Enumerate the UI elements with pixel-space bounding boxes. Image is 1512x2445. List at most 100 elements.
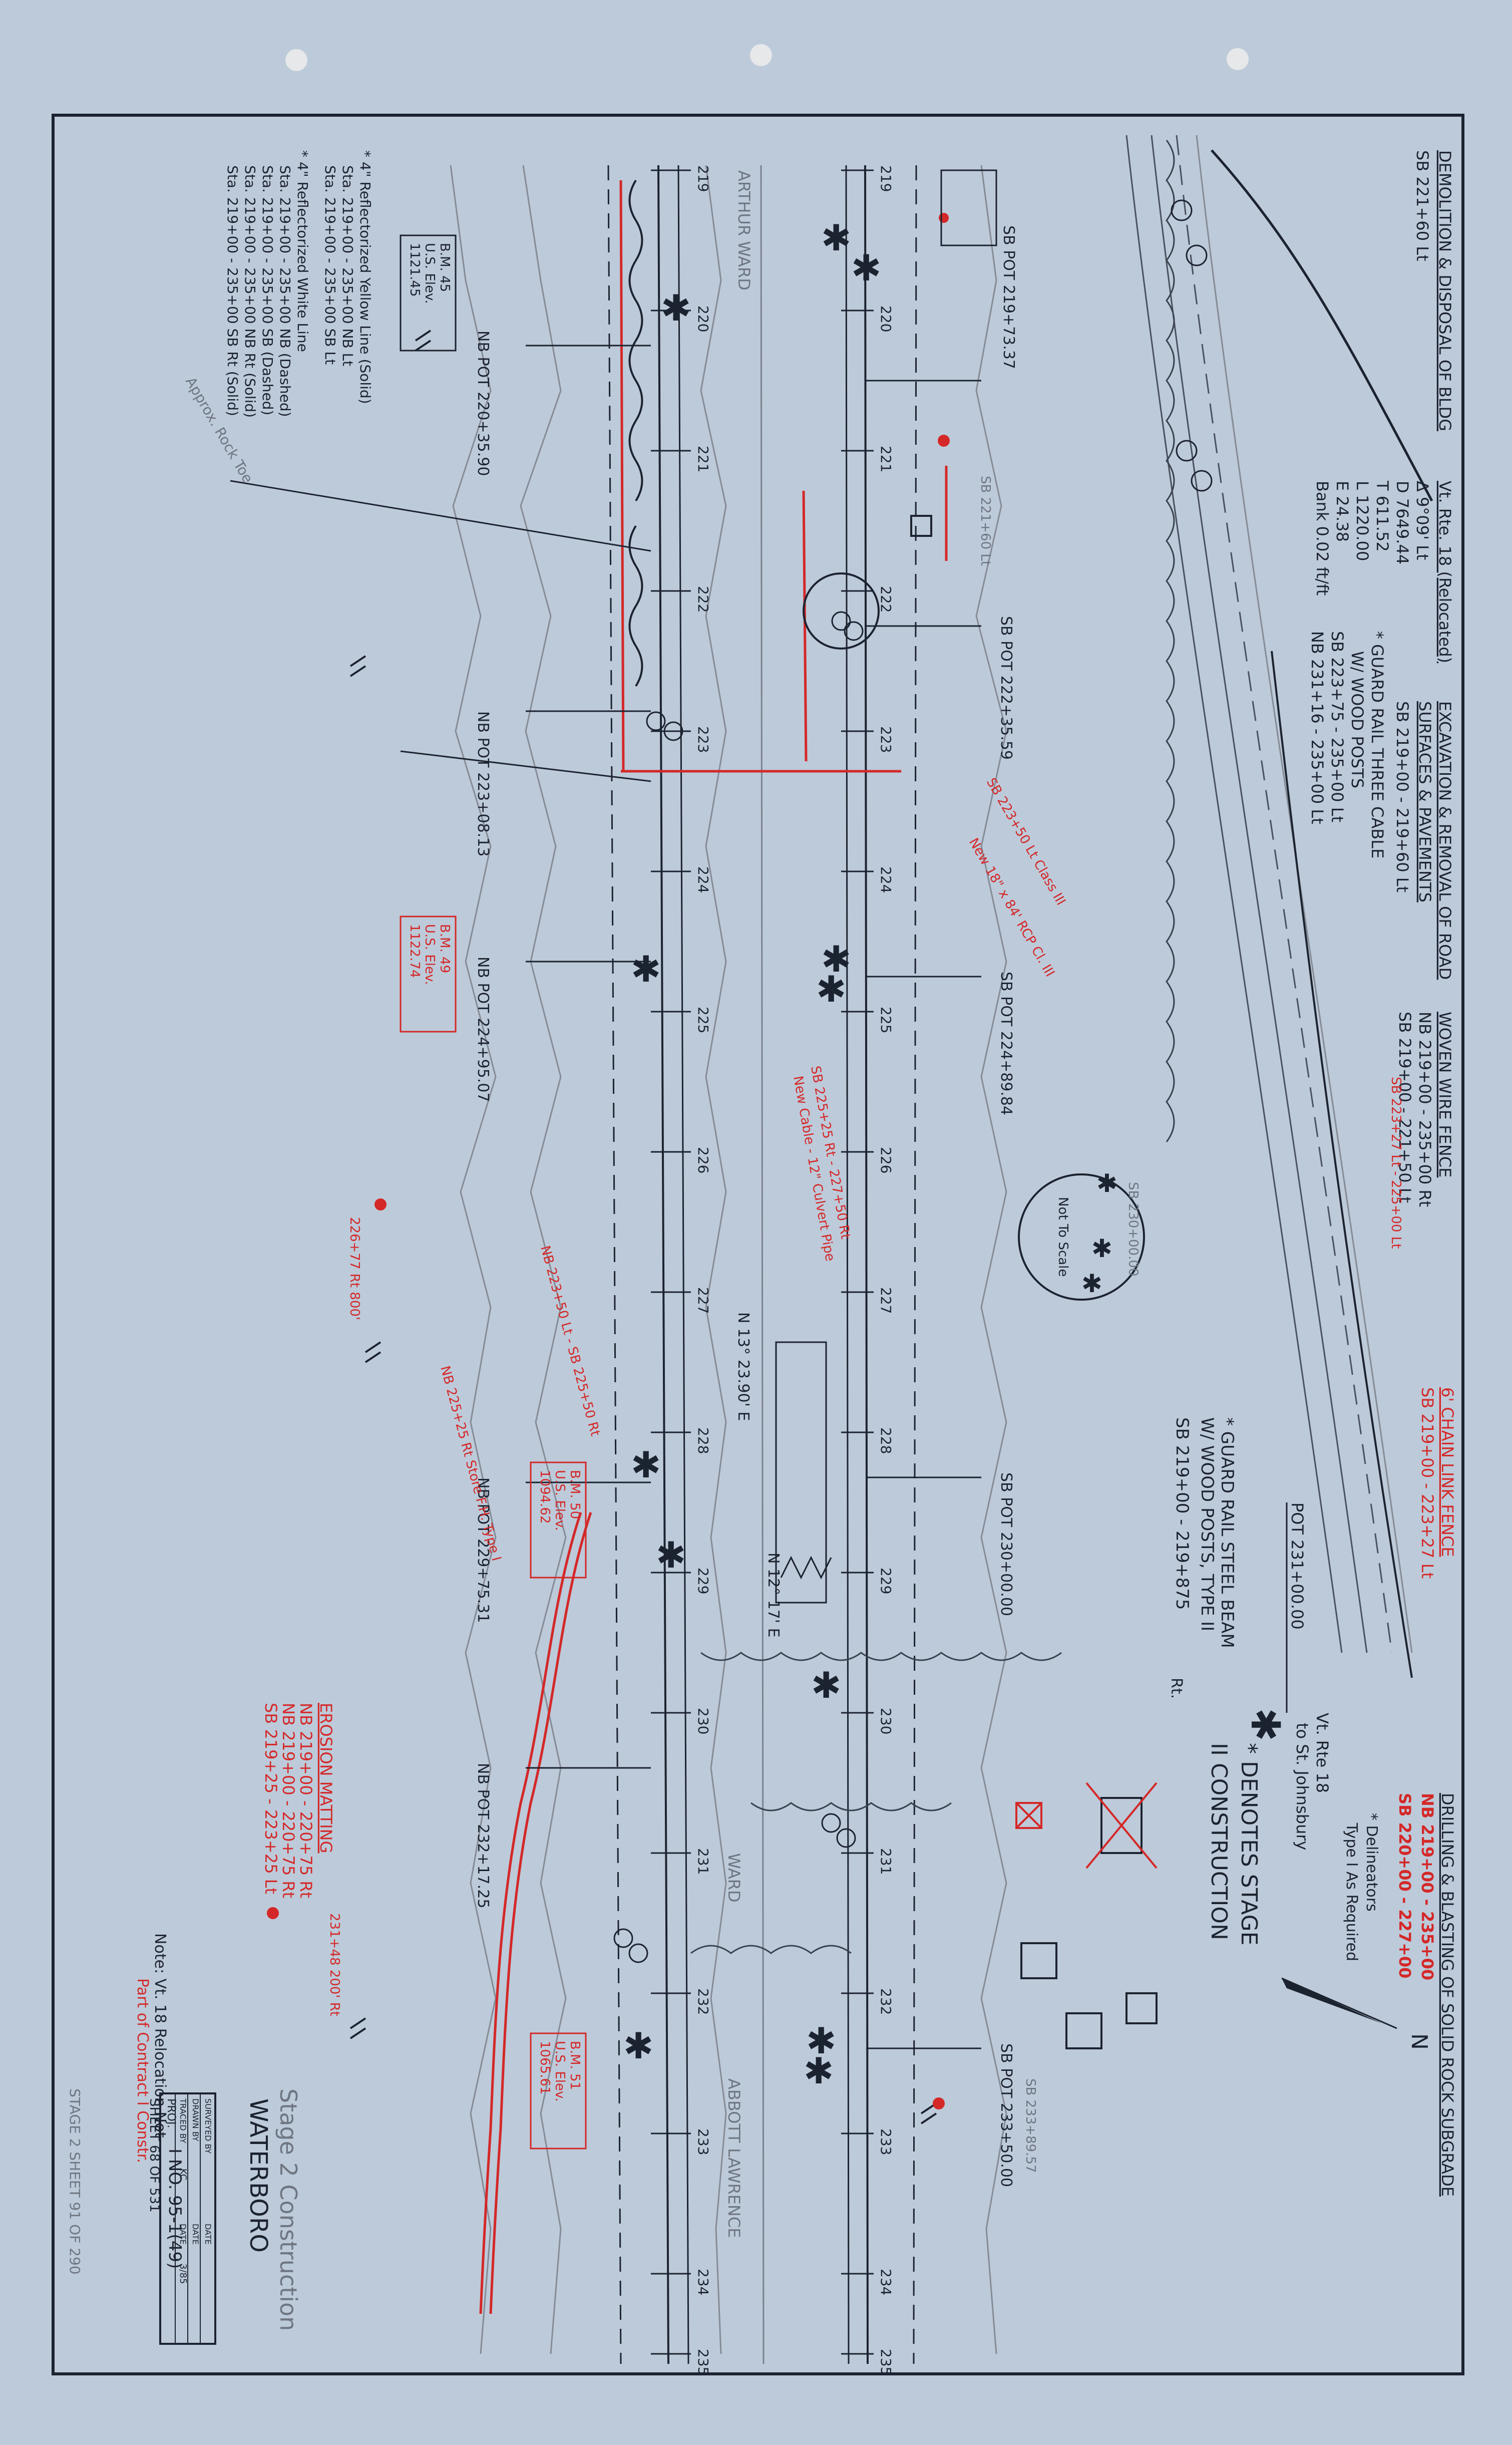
pot-label: NB POT 229+75.31 xyxy=(474,1477,492,1623)
station-label: 221 xyxy=(695,446,711,472)
svg-text:E 24.38: E 24.38 xyxy=(1333,481,1352,542)
svg-text:SB 219+00 - 221+50 Lt: SB 219+00 - 221+50 Lt xyxy=(1395,1012,1414,1203)
date-label: DATE xyxy=(203,2224,213,2245)
station-label: 231 xyxy=(878,1848,894,1875)
station-label: 225 xyxy=(695,1007,711,1033)
plan-view: 219 219 220 220 221 221 222 222 223 223 … xyxy=(230,135,1433,2375)
svg-text:1065.61: 1065.61 xyxy=(537,2041,552,2095)
svg-text:Bank 0.02 ft/ft: Bank 0.02 ft/ft xyxy=(1313,481,1332,595)
stage-stamp: STAGE 2 SHEET 91 OF 290 xyxy=(67,2088,83,2275)
svg-text:* DENOTES STAGE: * DENOTES STAGE xyxy=(1236,1743,1262,1945)
station-label: 233 xyxy=(695,2128,711,2155)
benchmark-4: B.M. 51 U.S. Elev. 1065.61 xyxy=(530,2032,587,2150)
svg-text:Sta. 219+00 - 235+00 SB Lt: Sta. 219+00 - 235+00 SB Lt xyxy=(322,165,338,365)
note-excavation: EXCAVATION & REMOVAL OF ROAD SURFACES & … xyxy=(1393,701,1454,980)
station-label: 219 xyxy=(695,165,711,192)
title-row-value: KC xyxy=(178,2169,188,2180)
svg-text:* GUARD RAIL THREE CABLE: * GUARD RAIL THREE CABLE xyxy=(1368,631,1387,858)
bearing-labels: N 13° 23.90' E N 12° 17' E xyxy=(734,1312,782,1638)
svg-text:DEMOLITION & DISPOSAL OF BLDG: DEMOLITION & DISPOSAL OF BLDG xyxy=(1435,150,1454,431)
svg-text:Δ 9°09' Lt: Δ 9°09' Lt xyxy=(1413,481,1432,560)
svg-text:Sta. 219+00 - 235+00 SB (Dashe: Sta. 219+00 - 235+00 SB (Dashed) xyxy=(259,165,276,415)
svg-text:N 13° 23.90' E: N 13° 23.90' E xyxy=(734,1312,752,1421)
svg-text:WARD: WARD xyxy=(724,1853,743,1903)
svg-text:✱: ✱ xyxy=(1081,1269,1102,1298)
pot-label: SB POT 224+89.84 xyxy=(997,972,1015,1115)
svg-text:SURFACES & PAVEMENTS: SURFACES & PAVEMENTS xyxy=(1415,701,1434,902)
tree-cluster-circle xyxy=(803,572,880,650)
svg-text:SB 223+75 - 235+00 Lt: SB 223+75 - 235+00 Lt xyxy=(1328,631,1347,822)
svg-text:✱: ✱ xyxy=(631,1444,661,1486)
svg-text:✱: ✱ xyxy=(821,217,851,259)
utility-poles xyxy=(613,199,1213,1963)
svg-text:EXCAVATION & REMOVAL OF ROAD: EXCAVATION & REMOVAL OF ROAD xyxy=(1435,701,1454,980)
svg-text:L 1220.00: L 1220.00 xyxy=(1353,481,1372,561)
note-delineators: * Delineators Type I As Required xyxy=(1343,1813,1380,1961)
note-steel-beam: * GUARD RAIL STEEL BEAM W/ WOOD POSTS, T… xyxy=(1172,1417,1237,1648)
slope-lines xyxy=(450,165,1007,2354)
station-label: 226 xyxy=(878,1147,894,1173)
station-ticks xyxy=(651,169,874,2355)
building-symbols xyxy=(910,515,1158,2049)
punch-hole xyxy=(750,44,772,66)
benchmark-top-red xyxy=(940,169,997,246)
not-to-scale-detail xyxy=(1018,1173,1145,1301)
drawing-border xyxy=(52,114,1464,2375)
svg-text:POT 231+00.00: POT 231+00.00 xyxy=(1288,1502,1307,1630)
rock-star-symbols: ✱✱✱ ✱✱✱ ✱✱✱ ✱✱✱ xyxy=(623,217,881,2092)
station-label: 223 xyxy=(695,726,711,753)
benchmark-3: B.M. 50 U.S. Elev. 1094.62 xyxy=(530,1461,587,1579)
station-label: 228 xyxy=(695,1427,711,1454)
svg-text:1094.62: 1094.62 xyxy=(537,1470,552,1524)
svg-text:Vt. Rte 18: Vt. Rte 18 xyxy=(1313,1713,1332,1793)
punch-hole xyxy=(1227,48,1249,70)
svg-text:✱: ✱ xyxy=(816,968,846,1010)
svg-text:✱: ✱ xyxy=(804,2050,834,2092)
svg-text:6' CHAIN LINK FENCE: 6' CHAIN LINK FENCE xyxy=(1438,1387,1457,1557)
station-label: 235 xyxy=(878,2349,894,2375)
svg-text:EROSION MATTING: EROSION MATTING xyxy=(316,1703,335,1853)
station-labels: 219 219 220 220 221 221 222 222 223 223 … xyxy=(695,165,894,2375)
roadway-lines xyxy=(607,165,917,2364)
svg-text:SB 219+00 - 219+60 Lt: SB 219+00 - 219+60 Lt xyxy=(1393,701,1412,892)
svg-text:U.S. Elev.: U.S. Elev. xyxy=(552,2041,567,2102)
benchmark-1: B.M. 45 U.S. Elev. 1121.45 xyxy=(400,234,457,352)
svg-text:✱: ✱ xyxy=(656,1534,686,1576)
pole-labels: SB 221+60 Lt SB 230+00.00 SB 233+89.57 xyxy=(978,476,1141,2173)
station-label: 234 xyxy=(695,2269,711,2295)
svg-text:1121.45: 1121.45 xyxy=(407,243,422,297)
title-row-date: 3/85 xyxy=(178,2264,188,2284)
svg-text:Sta. 219+00 - 235+00 NB Lt: Sta. 219+00 - 235+00 NB Lt xyxy=(339,165,356,366)
svg-text:Type I As Required: Type I As Required xyxy=(1343,1822,1360,1961)
red-construction-line xyxy=(479,180,948,2314)
note-erosion-matting: EROSION MATTING NB 219+00 - 220+75 Rt NB… xyxy=(261,1703,335,1898)
legend-pavement-markings: * 4" Reflectorized Yellow Line (Solid) S… xyxy=(224,150,373,418)
station-label: 227 xyxy=(695,1287,711,1314)
svg-text:✱: ✱ xyxy=(1091,1234,1112,1263)
pot-label: NB POT 223+08.13 xyxy=(474,711,492,856)
station-label: 229 xyxy=(695,1568,711,1594)
red-markers xyxy=(267,213,950,2109)
svg-text:W/ WOOD POSTS: W/ WOOD POSTS xyxy=(1348,651,1367,788)
svg-text:NB 219+00 - 220+75 Rt: NB 219+00 - 220+75 Rt xyxy=(279,1703,298,1898)
svg-text:SB 219+00 - 223+27 Lt: SB 219+00 - 223+27 Lt xyxy=(1418,1387,1437,1579)
svg-text:1122.74: 1122.74 xyxy=(407,924,422,978)
note-chain-link: 6' CHAIN LINK FENCE SB 219+00 - 223+27 L… xyxy=(1418,1387,1457,1579)
svg-text:D 7649.44: D 7649.44 xyxy=(1393,481,1412,564)
station-label: 231 xyxy=(695,1848,711,1875)
station-label: 222 xyxy=(695,586,711,613)
svg-text:✱: ✱ xyxy=(851,247,881,289)
svg-text:✱: ✱ xyxy=(661,287,691,329)
note-drilling: DRILLING & BLASTING OF SOLID ROCK SUBGRA… xyxy=(1395,1793,1457,2197)
svg-text:Sta. 219+00 - 235+00 SB Rt (So: Sta. 219+00 - 235+00 SB Rt (Solid) xyxy=(224,165,241,416)
svg-text:ABBOTT LAWRENCE: ABBOTT LAWRENCE xyxy=(724,2078,743,2238)
station-label: 230 xyxy=(695,1708,711,1734)
svg-text:SB 221+60 Lt: SB 221+60 Lt xyxy=(978,476,993,566)
tree-line xyxy=(690,140,1175,1954)
stage-caption: Stage 2 Construction xyxy=(275,2088,302,2331)
station-label: 233 xyxy=(878,2128,894,2155)
rt-label: Rt. xyxy=(1168,1678,1185,1699)
title-row-label: SURVEYED BY xyxy=(203,2098,213,2154)
